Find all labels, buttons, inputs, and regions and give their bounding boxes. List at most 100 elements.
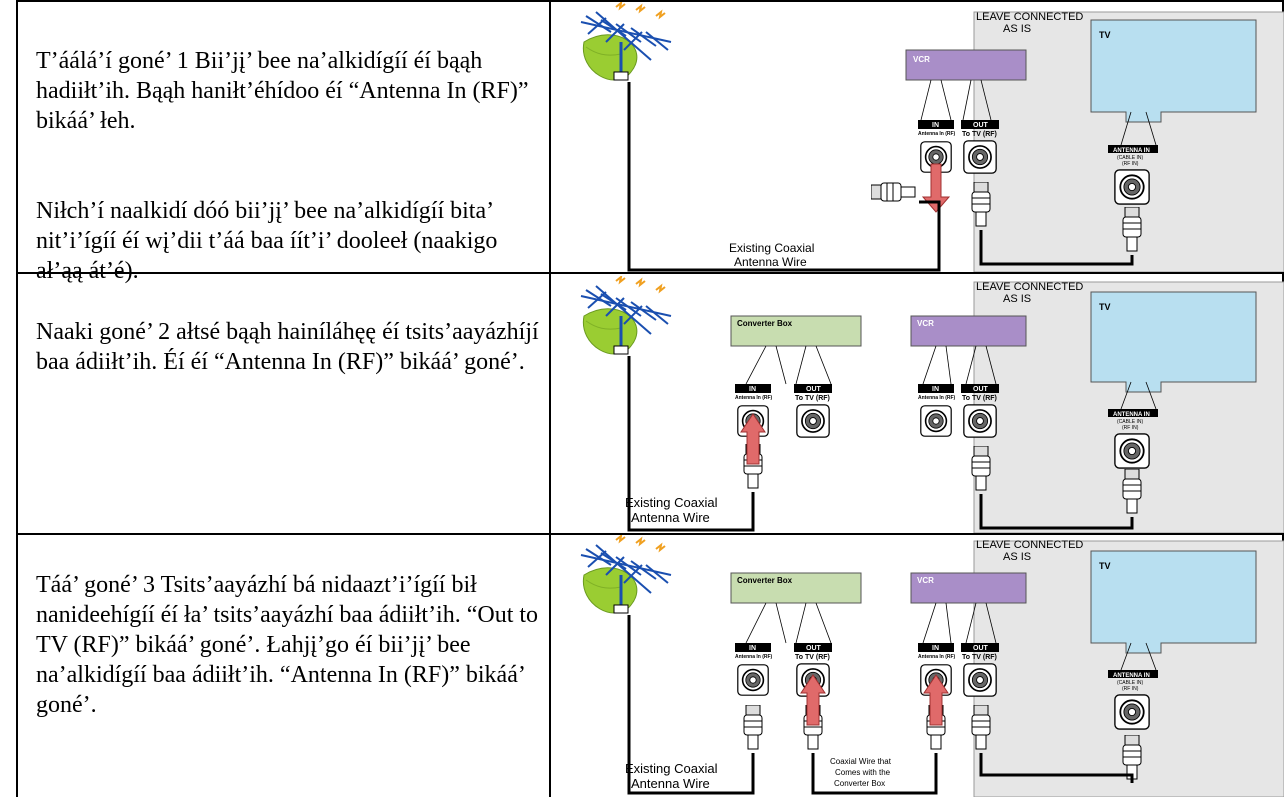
antenna-in-sub: (CABLE IN) [1117, 419, 1143, 425]
tv-label: TV [1099, 30, 1111, 40]
converter-box [730, 315, 862, 347]
step-2-diagram: LEAVE CONNECTED AS IS Converter Box VCR … [551, 274, 1284, 533]
column-divider [16, 0, 18, 797]
tv-screen [1090, 19, 1257, 123]
converter-box [730, 572, 862, 604]
in-title: IN [932, 122, 939, 129]
column-divider [549, 0, 551, 797]
out-tag [794, 643, 832, 652]
in-title: IN [749, 386, 756, 393]
antenna-in-tag [1108, 145, 1158, 153]
wire-label: Antenna Wire [734, 255, 807, 269]
vcr-label: VCR [913, 55, 930, 64]
leave-connected-label: LEAVE CONNECTED [976, 11, 1083, 23]
in-title: IN [932, 645, 939, 652]
antenna-in-sub: (RF IN) [1122, 686, 1139, 692]
antenna-in-sub: (RF IN) [1122, 161, 1139, 167]
to-tv-jack-icon [796, 403, 830, 439]
coax-wire [811, 753, 938, 795]
antenna-in-title: ANTENNA IN [1113, 673, 1150, 679]
leave-connected-label: LEAVE CONNECTED [976, 539, 1083, 551]
out-title: OUT [973, 122, 989, 129]
out-tag [961, 384, 999, 393]
vcr-out-jack-icon [963, 403, 997, 439]
in-tag [735, 384, 771, 393]
leave-connected-label: AS IS [1003, 293, 1031, 305]
leave-connected-label: LEAVE CONNECTED [976, 281, 1083, 293]
out-title: OUT [806, 386, 822, 393]
tv-label: TV [1099, 302, 1111, 312]
step-1-diagram: LEAVE CONNECTED AS IS VCR TV IN Antenna … [551, 2, 1284, 272]
vcr-box [910, 315, 1027, 347]
in-subtitle: Antenna In (RF) [735, 654, 773, 660]
tv-label: TV [1099, 561, 1111, 571]
coax-plug-icon [743, 705, 763, 750]
coax-wire [627, 615, 755, 795]
in-subtitle: Antenna In (RF) [918, 131, 956, 137]
step-1-paragraph-2: Niłch’í naalkidí dóó bii’jį’ bee na’alki… [36, 198, 498, 284]
out-subtitle: To TV (RF) [962, 131, 997, 138]
row-divider [16, 0, 1284, 2]
leave-connected-label: AS IS [1003, 551, 1031, 563]
in-tag [735, 643, 771, 652]
antenna-in-sub: (CABLE IN) [1117, 680, 1143, 686]
coax-wire-label: Coaxial Wire that [830, 757, 892, 766]
in-tag [918, 643, 954, 652]
converter-label: Converter Box [737, 319, 793, 328]
in-tag [918, 384, 954, 393]
antenna-icon [579, 535, 673, 615]
coax-wire [979, 230, 1134, 266]
tv-screen [1090, 291, 1257, 393]
wire-label: Existing Coaxial [729, 241, 814, 255]
vcr-out-jack-icon [963, 662, 997, 698]
coax-wire [627, 82, 941, 272]
antenna-in-tag [1108, 409, 1158, 417]
arrow-icon [923, 674, 949, 726]
out-tag [961, 643, 999, 652]
arrow-icon [921, 163, 951, 213]
in-tag [918, 120, 954, 129]
wire-label: Existing Coaxial [625, 495, 718, 510]
antenna-icon [579, 276, 673, 356]
row-divider [16, 272, 1284, 274]
coax-wire [627, 356, 755, 532]
wire-label: Antenna Wire [631, 510, 710, 525]
step-1-text: T’áálá’í goné’ 1 Bii’jį’ bee na’alkidígí… [36, 16, 541, 316]
vcr-box [910, 572, 1027, 604]
row-divider [16, 533, 1284, 535]
tv-screen [1090, 550, 1257, 654]
converter-label: Converter Box [737, 576, 793, 585]
out-subtitle: To TV (RF) [962, 395, 997, 402]
in-title: IN [749, 645, 756, 652]
step-3-paragraph-1: Táá’ goné’ 3 Tsits’aayázhí bá nidaazt’i’… [36, 572, 539, 718]
coax-wire [979, 494, 1134, 530]
out-subtitle: To TV (RF) [962, 654, 997, 661]
tv-antenna-jack-icon [1114, 693, 1150, 731]
antenna-in-jack-icon [737, 663, 769, 697]
out-title: OUT [973, 645, 989, 652]
in-subtitle: Antenna In (RF) [918, 395, 956, 401]
arrow-icon [740, 413, 766, 465]
vcr-in-jack-icon [920, 404, 952, 438]
antenna-in-sub: (CABLE IN) [1117, 155, 1143, 161]
vcr-label: VCR [917, 576, 934, 585]
step-3-diagram: LEAVE CONNECTED AS IS Converter Box VCR … [551, 535, 1284, 797]
tv-antenna-jack-icon [1114, 432, 1150, 470]
out-tag [961, 120, 999, 129]
in-subtitle: Antenna In (RF) [735, 395, 773, 401]
tv-antenna-jack-icon [1114, 168, 1150, 206]
coax-wire-label: Converter Box [834, 779, 885, 788]
vcr-label: VCR [917, 319, 934, 328]
coax-wire-label: Comes with the [835, 768, 891, 777]
out-subtitle: To TV (RF) [795, 395, 830, 402]
antenna-in-tag [1108, 670, 1158, 678]
coax-plug-icon [871, 182, 916, 202]
step-2-paragraph-1: Naaki goné’ 2 ałtsé bąąh hainíláhęę éí t… [36, 319, 539, 375]
wire-label: Antenna Wire [631, 776, 710, 791]
wire-label: Existing Coaxial [625, 761, 718, 776]
antenna-icon [579, 2, 673, 82]
antenna-in-title: ANTENNA IN [1113, 148, 1150, 154]
out-subtitle: To TV (RF) [795, 654, 830, 661]
out-title: OUT [973, 386, 989, 393]
